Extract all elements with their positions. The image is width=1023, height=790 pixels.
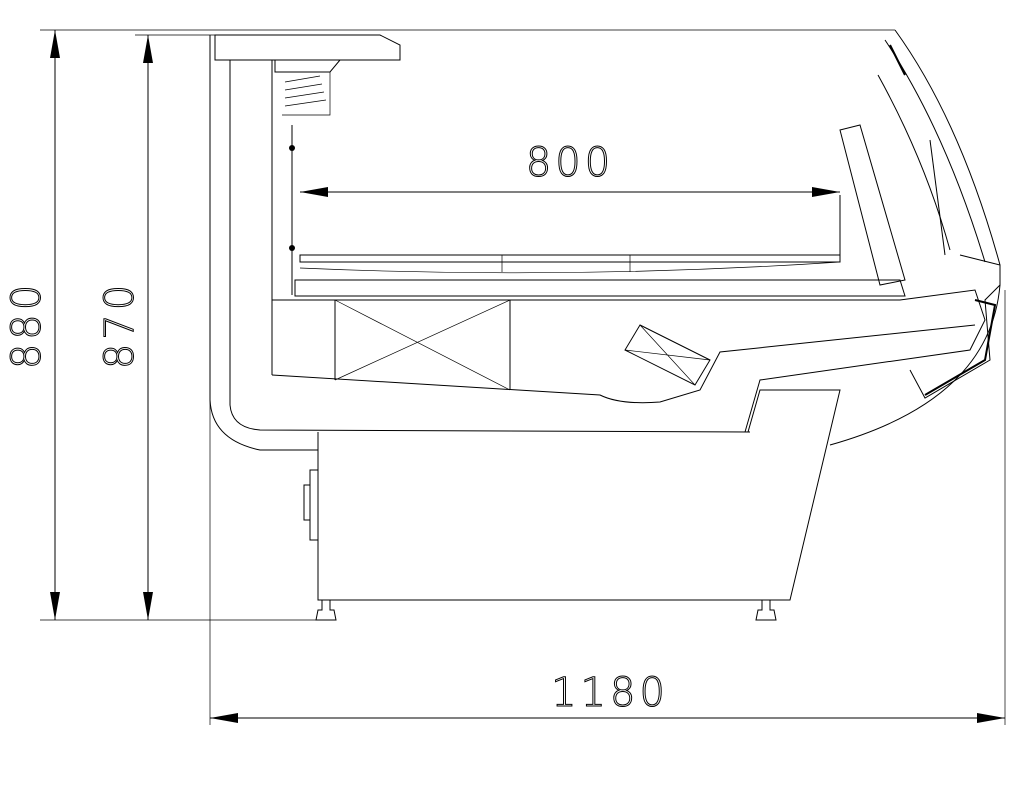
dimension-870: 870 bbox=[97, 35, 153, 620]
dimension-label-880: 880 bbox=[4, 281, 50, 369]
air-louvers bbox=[282, 71, 331, 116]
dimension-label-800: 800 bbox=[526, 140, 614, 186]
base-cabinet bbox=[303, 389, 841, 601]
dimension-880: 880 bbox=[4, 30, 60, 620]
foot-right bbox=[755, 600, 777, 621]
dimension-label-870: 870 bbox=[97, 281, 143, 369]
front-glass bbox=[839, 29, 1001, 286]
cabinet-outline bbox=[209, 29, 1001, 621]
dimension-800: 800 bbox=[300, 140, 840, 197]
extension-lines bbox=[40, 29, 1006, 725]
dimension-label-1180: 1180 bbox=[551, 670, 669, 716]
foot-left bbox=[315, 600, 337, 621]
dimension-1180: 1180 bbox=[210, 670, 1005, 723]
